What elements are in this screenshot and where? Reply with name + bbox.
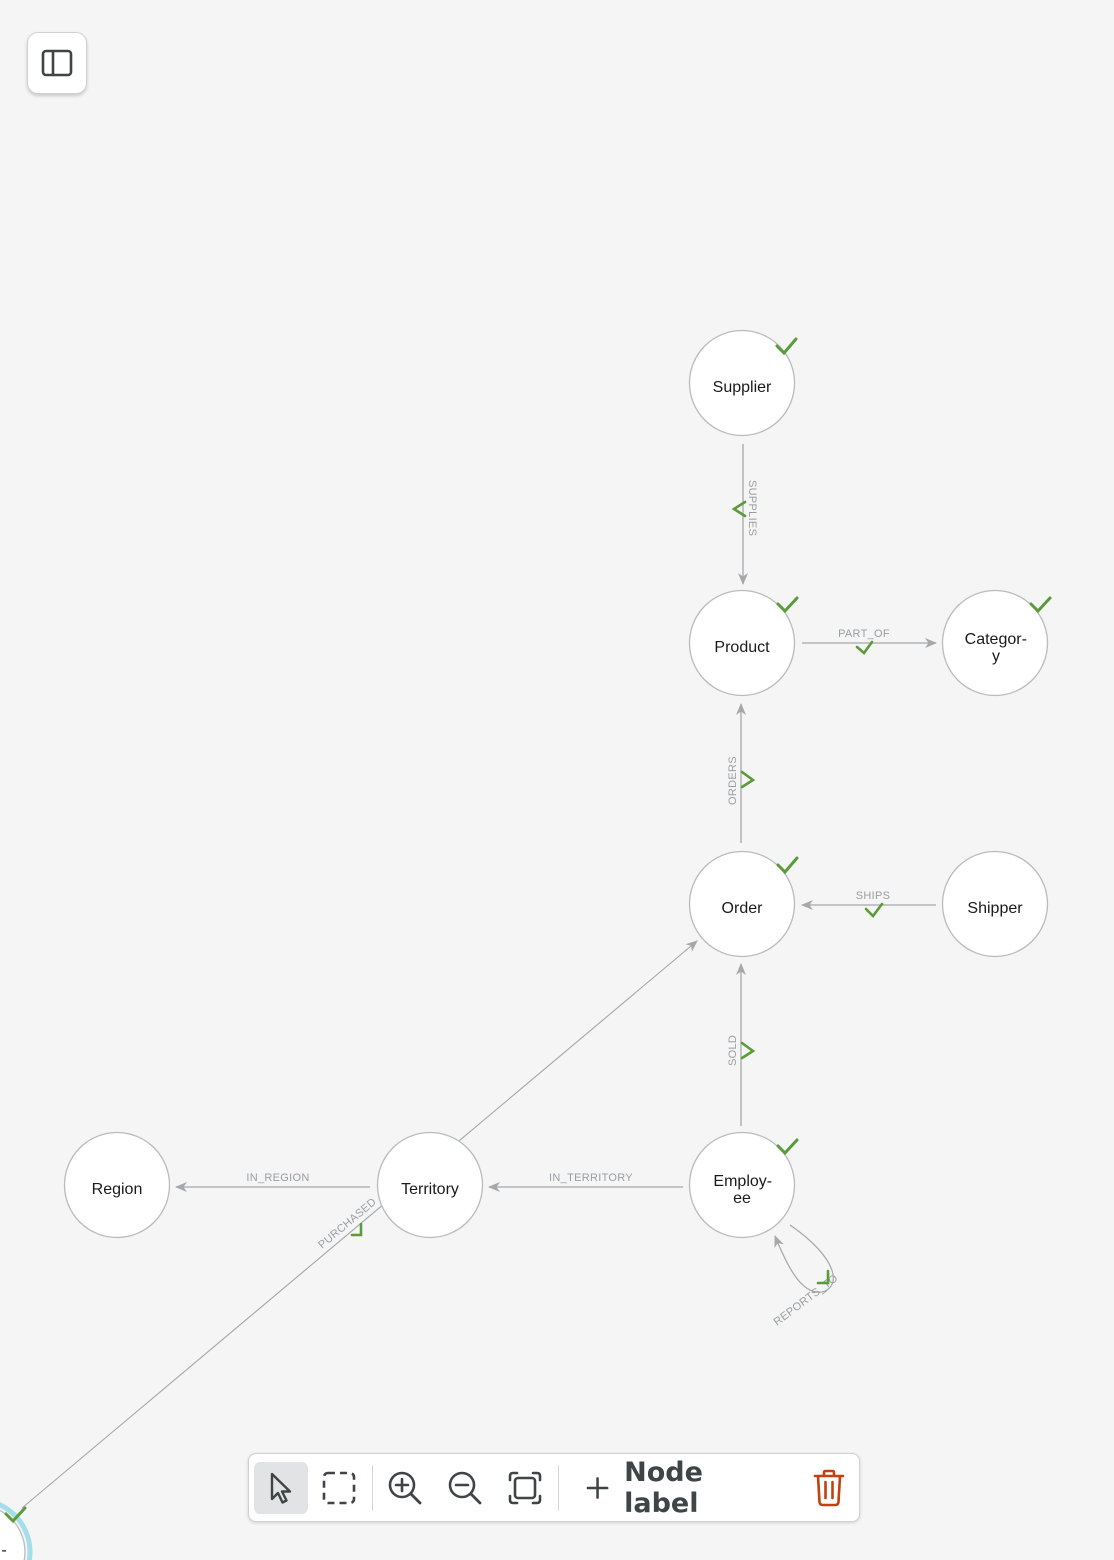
node-category[interactable]: Categor- y xyxy=(941,589,1052,697)
edge-sold[interactable]: SOLD xyxy=(727,963,756,1126)
check-icon xyxy=(776,1138,799,1156)
add-node-label-text: Node label xyxy=(624,1457,703,1519)
node-customer-partial[interactable]: - xyxy=(0,1500,33,1560)
select-tool-button[interactable] xyxy=(254,1462,308,1514)
node-territory[interactable]: Territory xyxy=(376,1131,484,1239)
fit-to-screen-icon xyxy=(508,1471,542,1505)
node-order[interactable]: Order xyxy=(688,850,799,958)
check-icon xyxy=(740,770,756,789)
node-supplier[interactable]: Supplier xyxy=(688,329,798,437)
check-icon xyxy=(4,1506,27,1524)
node-label-shipper: Shipper xyxy=(967,900,1023,917)
node-label-customer: - xyxy=(1,1542,6,1559)
check-icon xyxy=(776,856,799,875)
zoom-out-icon xyxy=(448,1471,482,1505)
edge-part-of[interactable]: PART_OF xyxy=(802,628,937,655)
zoom-out-button[interactable] xyxy=(438,1462,492,1514)
node-label-order: Order xyxy=(722,900,764,917)
node-product[interactable]: Product xyxy=(688,589,799,697)
sidebar-toggle-button[interactable] xyxy=(27,32,87,94)
check-icon xyxy=(855,640,874,655)
edge-label-in-territory: IN_TERRITORY xyxy=(549,1172,633,1184)
edge-label-reports-to: REPORTS_TO xyxy=(772,1272,841,1328)
box-select-icon xyxy=(322,1471,356,1505)
fit-to-screen-button[interactable] xyxy=(498,1462,552,1514)
check-icon xyxy=(775,337,798,356)
check-icon xyxy=(776,596,799,614)
node-label-product: Product xyxy=(714,639,770,656)
trash-icon xyxy=(813,1469,845,1507)
toolbar-divider xyxy=(558,1465,559,1511)
check-icon xyxy=(740,1041,756,1060)
add-node-label-button[interactable]: Node label xyxy=(585,1457,781,1519)
canvas-toolbar: Node label xyxy=(248,1453,860,1522)
edge-in-region[interactable]: IN_REGION xyxy=(175,1172,370,1192)
delete-button[interactable] xyxy=(802,1462,856,1514)
edge-label-orders: ORDERS xyxy=(727,756,739,805)
check-icon xyxy=(350,1222,363,1237)
node-employee[interactable]: Employ- ee xyxy=(688,1131,799,1239)
edge-ships[interactable]: SHIPS xyxy=(801,890,936,918)
cursor-arrow-icon xyxy=(270,1472,292,1504)
node-region[interactable]: Region xyxy=(63,1131,171,1239)
edge-reports-to[interactable]: REPORTS_TO xyxy=(772,1224,841,1328)
toolbar-divider xyxy=(372,1465,373,1511)
edge-label-purchased: PURCHASED xyxy=(316,1196,379,1251)
zoom-in-button[interactable] xyxy=(378,1462,432,1514)
sidebar-panel-icon xyxy=(41,49,73,77)
edge-orders[interactable]: ORDERS xyxy=(727,703,756,843)
edge-label-part-of: PART_OF xyxy=(838,628,890,640)
node-label-employee: Employ- ee xyxy=(713,1173,776,1207)
edge-label-in-region: IN_REGION xyxy=(246,1172,309,1184)
edge-supplies[interactable]: SUPPLIES xyxy=(731,444,758,585)
zoom-in-icon xyxy=(388,1471,422,1505)
node-shipper[interactable]: Shipper xyxy=(941,850,1049,958)
check-icon xyxy=(731,500,747,518)
edge-label-sold: SOLD xyxy=(727,1035,739,1066)
node-label-territory: Territory xyxy=(401,1181,459,1198)
node-label-region: Region xyxy=(92,1181,143,1198)
edge-in-territory[interactable]: IN_TERRITORY xyxy=(488,1172,683,1192)
node-label-category: Categor- y xyxy=(965,631,1032,665)
check-icon xyxy=(816,1269,830,1285)
check-icon xyxy=(1029,596,1052,614)
node-label-supplier: Supplier xyxy=(713,379,772,396)
edge-label-supplies: SUPPLIES xyxy=(746,480,758,536)
edge-label-ships: SHIPS xyxy=(856,890,891,902)
plus-icon xyxy=(586,1477,609,1499)
check-icon xyxy=(864,902,884,918)
box-select-tool-button[interactable] xyxy=(312,1462,366,1514)
